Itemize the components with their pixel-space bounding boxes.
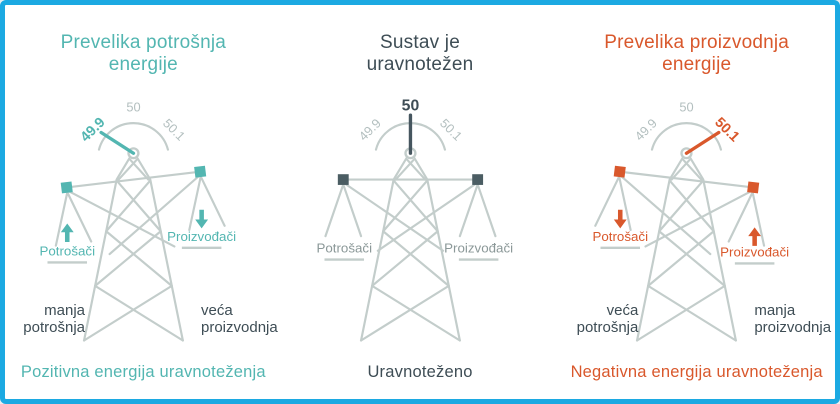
tower-right-leg xyxy=(136,157,184,342)
beam-guy-lines xyxy=(341,181,479,252)
panel-title: Prevelika potrošnja energije xyxy=(5,32,282,76)
beam-guy-lines xyxy=(65,173,202,256)
gauge-needle xyxy=(685,130,721,155)
hanger-lines xyxy=(324,183,497,238)
right-note-line2: proizvodnja xyxy=(201,319,278,336)
tower-lattice xyxy=(359,179,461,342)
right-note-line2: proizvodnja xyxy=(754,319,832,336)
producers-label: Proizvođači xyxy=(444,241,513,256)
right-note: veća proizvodnja xyxy=(201,302,285,336)
right-note-line1: manja xyxy=(754,302,796,319)
gauge-mid-label: 50 xyxy=(401,97,419,114)
left-note: manja potrošnja xyxy=(5,302,85,336)
consumers-square xyxy=(614,165,627,178)
tower-peak-brace xyxy=(394,158,427,181)
pylon-gauge-graphic: 49.9 50 50.1 Potr xyxy=(593,99,790,342)
producers-up-arrow-icon xyxy=(748,227,762,246)
panel-overconsumption: Prevelika potrošnja energije 49.9 50 50.… xyxy=(5,5,282,399)
beam-line xyxy=(65,170,202,189)
panel-title-line2: energije xyxy=(108,54,178,75)
producers-label: Proizvođači xyxy=(721,245,790,260)
consumers-up-arrow-icon xyxy=(60,223,74,242)
panel-title-line2: energije xyxy=(662,54,732,75)
consumers-label: Potrošači xyxy=(39,244,95,259)
panel-title-line1: Prevelika potrošnja xyxy=(60,32,227,53)
tower-peak-brace xyxy=(670,158,703,181)
beam-guy-lines xyxy=(618,173,755,256)
hanger-lines xyxy=(54,175,226,247)
left-note: veća potrošnja xyxy=(558,302,639,336)
panel-title: Prevelika proizvodnja energije xyxy=(558,32,835,76)
producers-square xyxy=(194,165,207,178)
right-note: manja proizvodnja xyxy=(754,302,835,336)
producers-down-arrow-icon xyxy=(195,209,209,229)
balance-beam xyxy=(54,165,226,256)
pylon-tower xyxy=(636,157,738,342)
panel-title-line1: Prevelika proizvodnja xyxy=(604,32,790,53)
panel-title-line1: Sustav je xyxy=(380,32,460,53)
beam-line xyxy=(618,170,755,189)
left-note-line1: manja xyxy=(44,302,85,319)
panel-caption: Pozitivna energija uravnoteženja xyxy=(20,363,266,381)
panel-balanced: Sustav je uravnotežen 49.9 50 50.1 xyxy=(282,5,559,399)
hanger-lines xyxy=(594,175,766,247)
consumers-square xyxy=(60,181,73,194)
gauge-mid-label: 50 xyxy=(680,99,694,114)
producers-label: Proizvođači xyxy=(167,229,236,244)
left-note-line1: veća xyxy=(606,302,639,319)
consumers-label: Potrošači xyxy=(316,241,372,256)
consumers-down-arrow-icon xyxy=(614,209,628,229)
balance-beam xyxy=(594,165,766,256)
left-note-line2: potrošnja xyxy=(23,319,85,336)
tower-lattice xyxy=(82,179,184,342)
left-note-line2: potrošnja xyxy=(576,319,639,336)
panel-title: Sustav je uravnotežen xyxy=(282,32,559,76)
tower-left-leg xyxy=(636,157,684,342)
gauge-low-label: 49.9 xyxy=(78,115,109,146)
gauge-needle xyxy=(99,130,136,155)
balance-beam xyxy=(324,174,497,252)
panel-overproduction: Prevelika proizvodnja energije 49.9 50 5… xyxy=(558,5,835,399)
right-note-line1: veća xyxy=(201,302,233,319)
gauge-mid-label: 50 xyxy=(126,99,140,114)
consumers-square xyxy=(337,174,349,185)
producers-square xyxy=(747,181,760,194)
producers-square xyxy=(471,174,483,185)
panel-caption: Negativna energija uravnoteženja xyxy=(570,363,823,381)
panel-caption: Uravnoteženo xyxy=(367,363,473,381)
gauge-arc xyxy=(97,122,170,151)
gauge-high-label: 50.1 xyxy=(712,115,743,146)
consumers-label: Potrošači xyxy=(593,229,649,244)
tower-lattice xyxy=(636,179,738,342)
panel-title-line2: uravnotežen xyxy=(366,54,474,75)
pylon-gauge-graphic: 49.9 50 50.1 Potrošači Proizvođači xyxy=(316,97,513,342)
pylon-tower xyxy=(82,157,184,342)
gauge-arc xyxy=(651,122,723,151)
pylon-gauge-graphic: 49.9 50 50.1 xyxy=(39,99,236,342)
tower-peak-brace xyxy=(117,158,150,181)
